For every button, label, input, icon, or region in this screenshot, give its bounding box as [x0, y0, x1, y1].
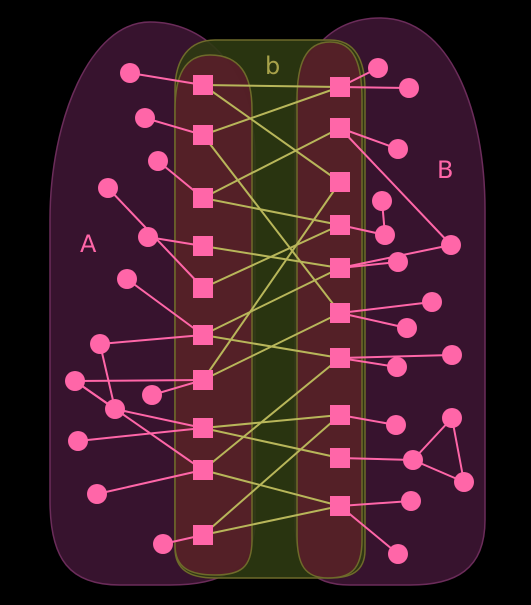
cross-edge: [202, 414, 341, 536]
region-b-label: b: [265, 52, 280, 80]
circle-node: [142, 385, 162, 405]
circle-node: [388, 252, 408, 272]
square-node: [193, 236, 213, 256]
square-node: [330, 258, 350, 278]
square-node: [193, 188, 213, 208]
pink-edge: [339, 354, 453, 359]
circle-node: [387, 357, 407, 377]
circle-node: [454, 472, 474, 492]
circle-node: [98, 178, 118, 198]
circle-node: [422, 292, 442, 312]
circle-node: [401, 491, 421, 511]
square-node: [193, 525, 213, 545]
cross-edge: [202, 469, 341, 507]
square-node: [330, 448, 350, 468]
cross-edge: [202, 197, 341, 226]
region-A-label: A: [80, 230, 97, 258]
pink-edge: [74, 379, 204, 382]
square-node: [193, 75, 213, 95]
circle-node: [442, 345, 462, 365]
circle-node: [442, 408, 462, 428]
circle-node: [368, 58, 388, 78]
square-node: [193, 325, 213, 345]
pink-edge: [339, 127, 452, 246]
cross-edge: [202, 312, 341, 381]
pink-edge: [339, 457, 414, 461]
square-node: [193, 370, 213, 390]
circle-node: [388, 139, 408, 159]
cross-edge: [202, 84, 341, 183]
circle-node: [148, 151, 168, 171]
cross-edge: [202, 86, 341, 136]
circle-node: [87, 484, 107, 504]
cross-edge: [202, 224, 341, 289]
circle-node: [397, 318, 417, 338]
edges: [74, 67, 465, 555]
square-node: [330, 496, 350, 516]
circle-node: [120, 63, 140, 83]
circle-node: [441, 235, 461, 255]
circle-node: [65, 371, 85, 391]
circle-node: [138, 227, 158, 247]
circle-node: [403, 450, 423, 470]
pink-edge: [114, 408, 204, 429]
cross-edge: [202, 427, 341, 459]
square-node: [193, 460, 213, 480]
circle-node: [372, 191, 392, 211]
circle-node: [153, 534, 173, 554]
circle-node: [90, 334, 110, 354]
pink-edge: [339, 86, 410, 89]
circle-node: [375, 225, 395, 245]
cross-edge: [202, 181, 341, 381]
cross-edge: [202, 505, 341, 536]
cross-edge: [202, 84, 341, 88]
pink-edge: [99, 334, 204, 345]
pink-edge: [339, 301, 433, 314]
nodes: [65, 58, 474, 564]
cross-edge: [202, 414, 341, 429]
pink-edge: [129, 72, 204, 86]
square-node: [330, 172, 350, 192]
circle-node: [135, 108, 155, 128]
cross-edge: [202, 357, 341, 471]
region-B-label: B: [437, 156, 453, 184]
square-node: [193, 418, 213, 438]
pink-edge: [126, 278, 204, 336]
circle-node: [388, 544, 408, 564]
square-node: [193, 278, 213, 298]
pink-edge: [96, 469, 204, 495]
circle-node: [386, 415, 406, 435]
pink-edge: [99, 343, 116, 410]
square-node: [330, 215, 350, 235]
circle-node: [117, 269, 137, 289]
cross-edge: [202, 267, 341, 336]
cross-edge: [202, 134, 341, 314]
cross-edge: [202, 127, 341, 199]
square-node: [330, 405, 350, 425]
square-node: [330, 348, 350, 368]
circle-node: [105, 399, 125, 419]
overlap-strip-left: [174, 54, 253, 576]
square-node: [330, 303, 350, 323]
pink-edge: [339, 312, 408, 329]
square-node: [330, 118, 350, 138]
circle-node: [68, 431, 88, 451]
pink-edge: [339, 500, 412, 507]
pink-edge: [451, 417, 465, 483]
square-node: [330, 77, 350, 97]
pink-edge: [77, 427, 204, 442]
circle-node: [399, 78, 419, 98]
square-node: [193, 125, 213, 145]
